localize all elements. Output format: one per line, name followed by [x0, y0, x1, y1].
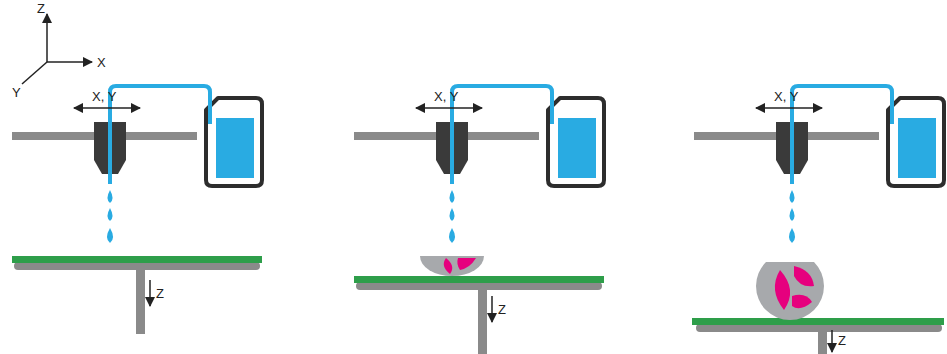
axis-label: Z: [37, 2, 45, 15]
motion-label: X, Y: [92, 90, 116, 103]
motion-label: X, Y: [774, 90, 798, 103]
motion-label: X, Y: [434, 90, 458, 103]
motion-label: Z: [838, 334, 846, 347]
axis-label: Y: [12, 86, 21, 99]
axis-label: X: [97, 56, 106, 69]
motion-label: Z: [156, 287, 164, 300]
motion-label: Z: [498, 303, 506, 316]
